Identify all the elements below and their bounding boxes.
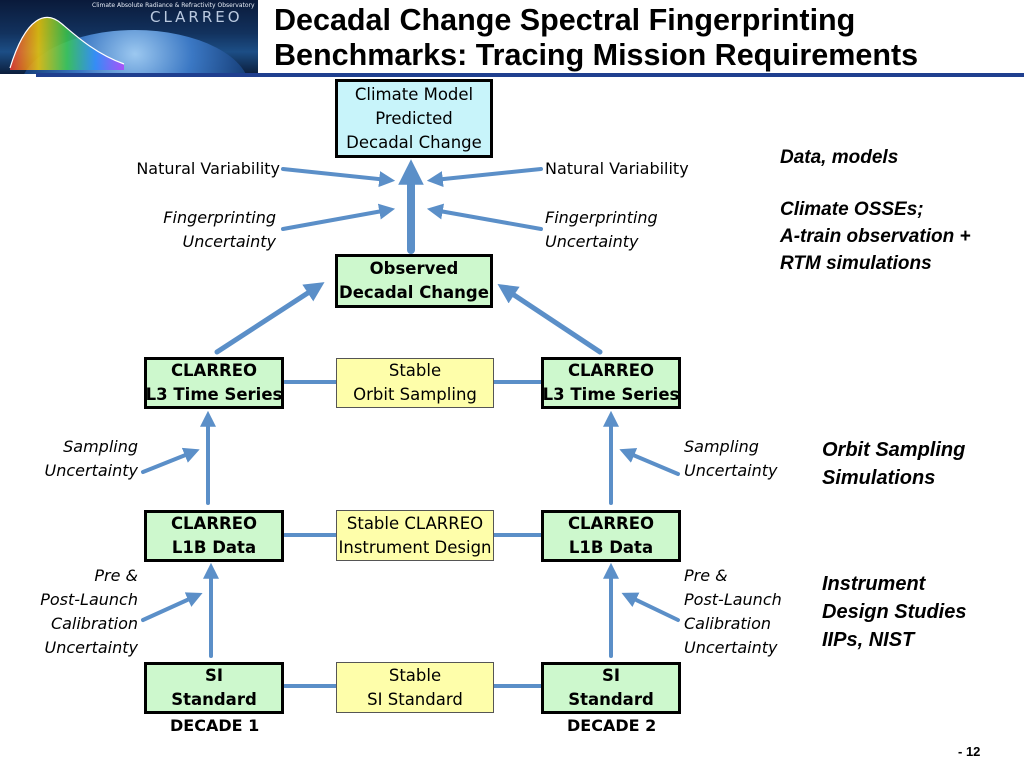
sampling-left-line-2: Uncertainty [44,461,138,480]
instrument-line-1: Instrument [822,573,926,595]
fingerprinting-right-line-2: Uncertainty [545,232,639,251]
stable-si-line-1: Stable [388,665,442,685]
sampling-right-line-1: Sampling [684,437,759,456]
si-right-line-1: SI [601,666,621,685]
arrow-fingerprint-right [426,203,543,231]
title-line-1: Decadal Change Spectral Fingerprinting [274,3,856,37]
osse-line-3: RTM simulations [780,253,932,274]
arrow-l3-left-to-observed [214,282,325,355]
l1b-data-left-box: CLARREO L1B Data [144,510,284,562]
climate-osse-note: Climate OSSEs; A-train observation + RTM… [780,196,971,277]
l1b-right-line-2: L1B Data [568,538,654,557]
natural-variability-right-label: Natural Variability [545,159,689,178]
fingerprinting-uncertainty-left-label: Fingerprinting Uncertainty [130,206,276,254]
arrow-l3-right-to-observed [497,284,603,355]
l1b-data-right-box: CLARREO L1B Data [541,510,681,562]
climate-model-line-2: Predicted [375,108,453,128]
arrow-natvar-right [426,167,543,188]
l3-right-line-1: CLARREO [567,361,655,380]
l1b-left-line-1: CLARREO [170,514,258,533]
stable-orbit-sampling-box: Stable Orbit Sampling [336,358,494,408]
osse-line-1: Climate OSSEs; [780,199,924,220]
si-left-line-2: Standard [171,690,257,709]
si-left-line-1: SI [204,666,224,685]
sampling-left-line-1: Sampling [63,437,138,456]
si-standard-left-box: SI Standard [144,662,284,714]
decade-2-label: DECADE 2 [567,716,657,735]
arrow-calibration-right [621,592,680,622]
arrow-fingerprint-left [281,203,396,231]
observed-line-2: Decadal Change [339,283,489,302]
stable-orbit-line-1: Stable [388,361,442,380]
fingerprinting-left-line-2: Uncertainty [182,232,276,251]
arrow-natvar-left [281,167,396,188]
instrument-studies-note: Instrument Design Studies IIPs, NIST [822,570,966,654]
si-right-line-2: Standard [568,690,654,709]
orbit-sampling-line-2: Simulations [822,467,936,489]
si-standard-right-box: SI Standard [541,662,681,714]
title-rule [36,73,1024,77]
calibration-right-line-4: Uncertainty [684,638,778,657]
instrument-line-2: Design Studies [822,601,967,623]
climate-model-box: Climate Model Predicted Decadal Change [335,79,493,158]
spectrum-graphic [9,16,125,70]
logo-tagline: Climate Absolute Radiance & Refractivity… [92,2,255,9]
calibration-left-line-4: Uncertainty [44,638,138,657]
l1b-left-line-2: L1B Data [171,538,257,557]
sampling-right-line-2: Uncertainty [684,461,778,480]
page-number: - 12 [958,744,981,759]
stable-instrument-line-1: Stable CLARREO [346,513,484,533]
data-models-note: Data, models [780,147,899,168]
calibration-left-line-2: Post-Launch [40,590,138,609]
l3-left-line-2: L3 Time Series [145,385,283,404]
instrument-line-3: IIPs, NIST [822,629,915,651]
calibration-uncertainty-left-label: Pre & Post-Launch Calibration Uncertaint… [20,564,138,660]
calibration-right-line-2: Post-Launch [684,590,782,609]
stable-orbit-line-2: Orbit Sampling [353,385,477,404]
orbit-sampling-line-1: Orbit Sampling [822,439,966,461]
calibration-uncertainty-right-label: Pre & Post-Launch Calibration Uncertaint… [684,564,782,660]
sampling-uncertainty-right-label: Sampling Uncertainty [684,435,777,483]
calibration-left-line-1: Pre & [94,566,138,585]
stable-si-standard-box: Stable SI Standard [336,662,494,713]
l3-right-line-2: L3 Time Series [542,385,680,404]
arrow-sampling-left [141,447,200,474]
arrow-sampling-right [619,448,680,476]
logo-wordmark: CLARREO [150,8,243,26]
l3-time-series-left-box: CLARREO L3 Time Series [144,357,284,409]
clarreo-logo: Climate Absolute Radiance & Refractivity… [0,0,258,74]
natural-variability-left-label: Natural Variability [136,159,280,178]
climate-model-line-1: Climate Model [354,84,474,104]
slide-title: Decadal Change Spectral Fingerprinting B… [274,3,1014,73]
decade-1-label: DECADE 1 [170,716,260,735]
l3-left-line-1: CLARREO [170,361,258,380]
stable-instrument-line-2: Instrument Design [338,537,492,557]
stable-si-line-2: SI Standard [367,689,463,709]
sampling-uncertainty-left-label: Sampling Uncertainty [20,435,138,483]
fingerprinting-right-line-1: Fingerprinting [545,208,658,227]
calibration-left-line-3: Calibration [50,614,138,633]
fingerprinting-left-line-1: Fingerprinting [163,208,276,227]
climate-model-line-3: Decadal Change [346,132,482,152]
stable-instrument-design-box: Stable CLARREO Instrument Design [336,510,494,561]
calibration-right-line-1: Pre & [684,566,728,585]
l1b-right-line-1: CLARREO [567,514,655,533]
observed-line-1: Observed [369,259,459,278]
orbit-sampling-note: Orbit Sampling Simulations [822,436,965,492]
observed-decadal-change-box: Observed Decadal Change [335,254,493,308]
calibration-right-line-3: Calibration [684,614,772,633]
fingerprinting-uncertainty-right-label: Fingerprinting Uncertainty [545,206,658,254]
arrow-calibration-left [141,592,203,622]
title-line-2: Benchmarks: Tracing Mission Requirements [274,38,919,72]
osse-line-2: A-train observation + [780,226,971,247]
l3-time-series-right-box: CLARREO L3 Time Series [541,357,681,409]
